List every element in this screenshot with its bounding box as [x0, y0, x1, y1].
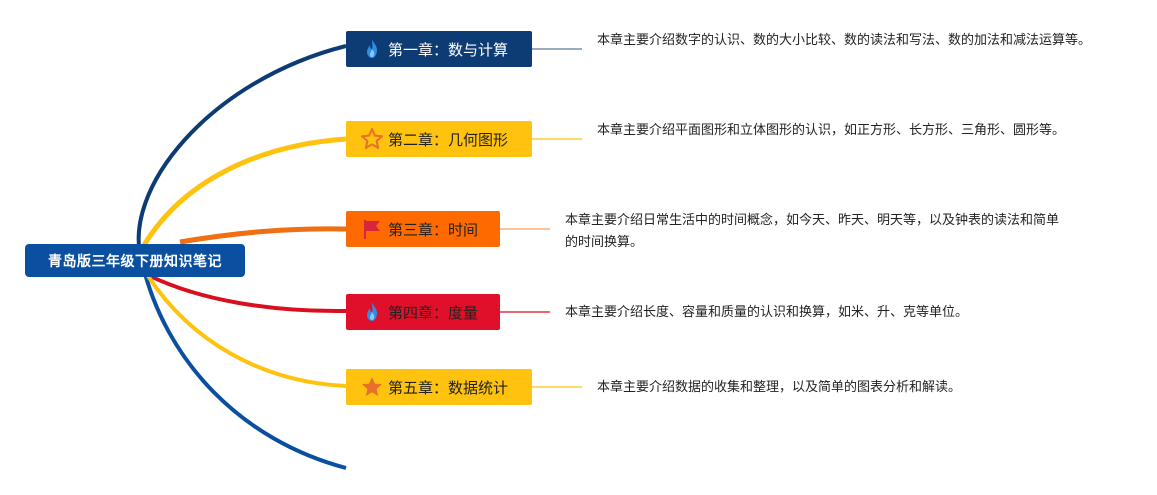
branch-ch4: [149, 274, 347, 314]
star-outline-icon: [360, 127, 384, 151]
chapter-node-4[interactable]: 第四章：度量: [346, 294, 500, 330]
branch-ch2: [137, 136, 347, 254]
chapter-note-3: 本章主要介绍日常生活中的时间概念，如今天、昨天、明天等，以及钟表的读法和简单的时…: [565, 213, 1060, 250]
star-icon: [360, 375, 384, 399]
chapter-node-3[interactable]: 第三章：时间: [346, 211, 500, 247]
fire-icon: [360, 37, 384, 61]
branch-ch5: [146, 274, 347, 388]
chapter-note-5: 本章主要介绍数据的收集和整理，以及简单的图表分析和解读。: [597, 380, 962, 395]
chapter-note-2: 本章主要介绍平面图形和立体图形的认识，如正方形、长方形、三角形、圆形等。: [597, 123, 1066, 138]
outer-arc-top: [136, 44, 347, 263]
root-topic-label: 青岛版三年级下册知识笔记: [48, 253, 222, 270]
root-topic[interactable]: 青岛版三年级下册知识笔记: [25, 244, 245, 277]
chapter-label-4: 第四章：度量: [388, 303, 479, 322]
outer-arc-bottom: [140, 261, 347, 470]
chapter-node-2[interactable]: 第二章：几何图形: [346, 121, 532, 157]
chapter-label-3: 第三章：时间: [388, 220, 479, 239]
chapter-note-4: 本章主要介绍长度、容量和质量的认识和换算，如米、升、克等单位。: [565, 305, 969, 320]
chapter-label-1: 第一章：数与计算: [388, 40, 509, 59]
chapter-label-2: 第二章：几何图形: [388, 130, 509, 149]
chapter-label-5: 第五章：数据统计: [388, 378, 509, 397]
branch-ch3: [179, 226, 347, 245]
chapter-node-1[interactable]: 第一章：数与计算: [346, 31, 532, 67]
chapter-node-5[interactable]: 第五章：数据统计: [346, 369, 532, 405]
flag-icon: [360, 217, 384, 241]
chapter-note-1: 本章主要介绍数字的认识、数的大小比较、数的读法和写法、数的加法和减法运算等。: [597, 33, 1092, 48]
fire-icon: [360, 300, 384, 324]
